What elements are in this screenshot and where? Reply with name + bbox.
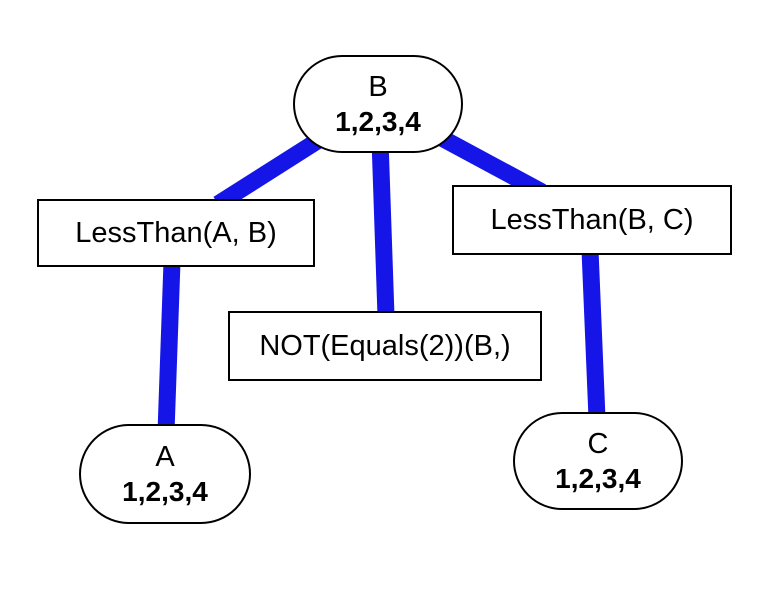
constraint-node-lessthan-b-c: LessThan(B, C) xyxy=(452,185,732,255)
constraint-node-not-equals-2-b: NOT(Equals(2))(B,) xyxy=(228,311,542,381)
variable-name: B xyxy=(368,71,388,103)
edge-lessthan-bc-to-c xyxy=(581,249,606,419)
variable-domain: 1,2,3,4 xyxy=(555,463,641,494)
variable-name: A xyxy=(155,441,175,473)
variable-node-a: A 1,2,3,4 xyxy=(79,424,251,524)
variable-name: C xyxy=(587,428,609,460)
constraint-label: NOT(Equals(2))(B,) xyxy=(259,329,511,362)
edge-lessthan-ab-to-a xyxy=(157,261,181,433)
edge-b-to-not-equals xyxy=(371,139,395,317)
edge-b-to-lessthan-ab xyxy=(213,130,327,212)
constraint-label: LessThan(B, C) xyxy=(490,203,694,236)
variable-node-c: C 1,2,3,4 xyxy=(513,412,683,510)
constraint-label: LessThan(A, B) xyxy=(75,216,277,249)
variable-domain: 1,2,3,4 xyxy=(122,476,208,507)
variable-node-b: B 1,2,3,4 xyxy=(293,55,463,153)
constraint-node-lessthan-a-b: LessThan(A, B) xyxy=(37,199,315,267)
variable-domain: 1,2,3,4 xyxy=(335,106,421,137)
edge-b-to-lessthan-bc xyxy=(433,128,547,200)
